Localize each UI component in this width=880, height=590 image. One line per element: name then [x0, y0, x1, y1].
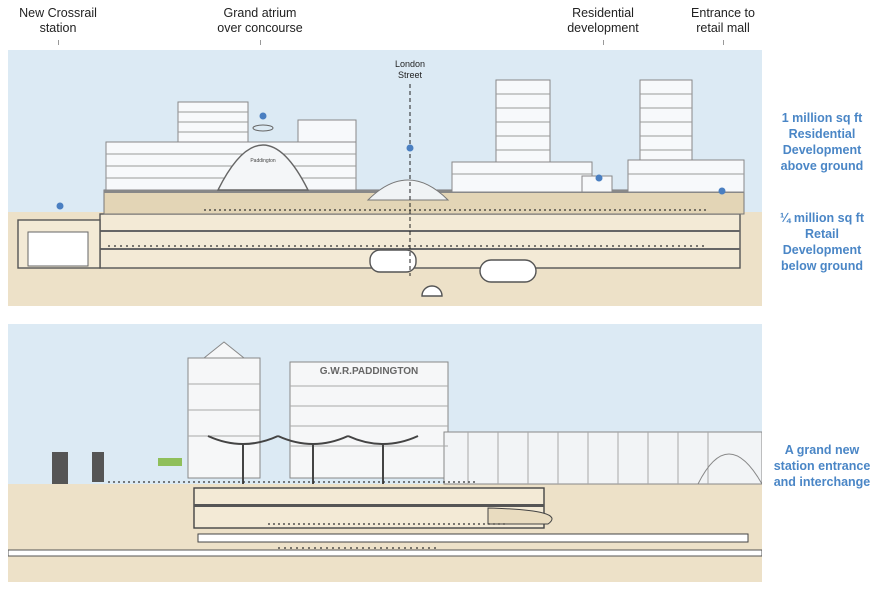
callout-residential-development: Residential development	[567, 6, 639, 35]
section-top: Paddington	[8, 50, 762, 306]
marker-london-street	[406, 144, 414, 152]
callout-tick	[603, 40, 604, 45]
marker-retail-entrance	[718, 187, 726, 195]
paddington-sign-top: Paddington	[250, 158, 276, 164]
marker-crossrail	[56, 202, 64, 210]
callout-grand-atrium: Grand atrium over concourse	[217, 6, 303, 35]
section-top-drawing: Paddington	[8, 50, 762, 306]
marker-residential	[595, 174, 603, 182]
section-bottom: G.W.R.PADDINGTON	[8, 324, 762, 582]
callout-tick	[260, 40, 261, 45]
gwr-paddington-sign: G.W.R.PADDINGTON	[320, 366, 419, 377]
callout-crossrail-station: New Crossrail station	[19, 6, 97, 35]
marker-atrium	[259, 112, 267, 120]
london-street-label-line2: Street	[398, 70, 423, 80]
callout-tick	[723, 40, 724, 45]
note-new-entrance: A grand new station entrance and interch…	[773, 443, 871, 489]
london-street-label-line1: London	[395, 59, 425, 69]
note-residential-area: 1 million sq ft Residential Development …	[780, 111, 864, 173]
section-bottom-drawing: G.W.R.PADDINGTON	[8, 324, 762, 582]
callout-entrance-retail-mall: Entrance to retail mall	[691, 6, 755, 35]
note-retail-area: ¼ million sq ft Retail Development below…	[779, 211, 865, 273]
callout-tick	[58, 40, 59, 45]
